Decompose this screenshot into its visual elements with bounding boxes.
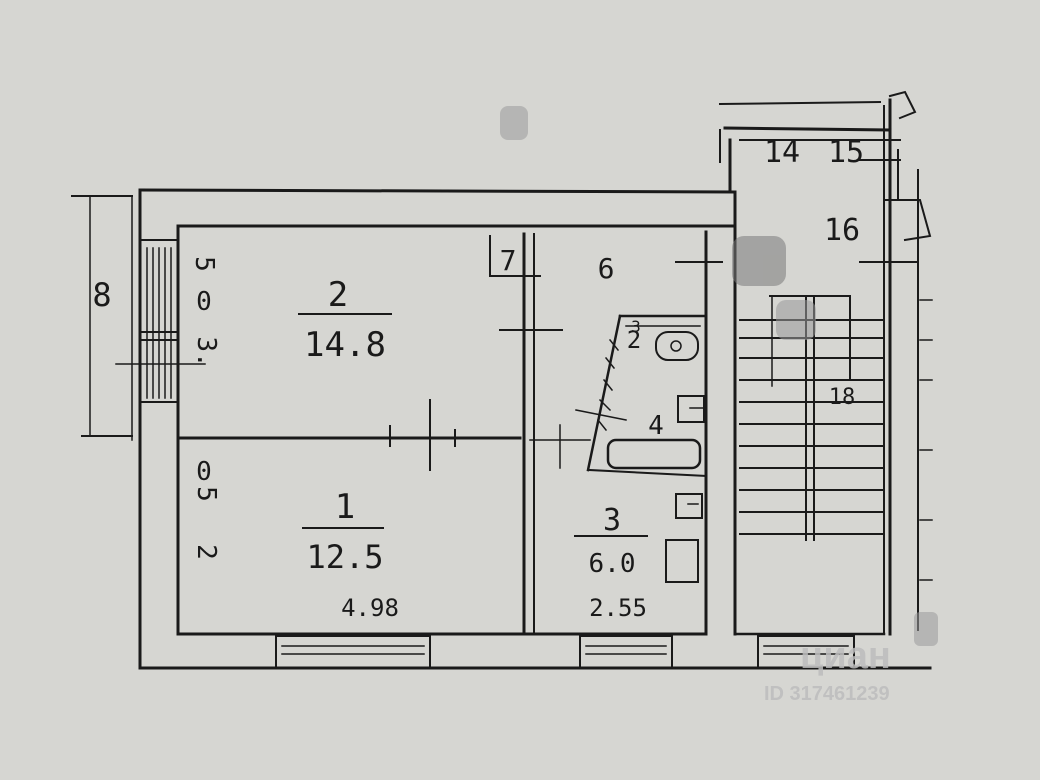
room-3-number: 3 bbox=[603, 503, 621, 538]
watermark-brand: циан bbox=[800, 635, 891, 677]
svg-text:2: 2 bbox=[191, 544, 221, 560]
label-15: 15 bbox=[828, 135, 864, 170]
label-6: 6 bbox=[598, 252, 615, 285]
dimension-room3-width: 2.55 bbox=[589, 594, 647, 622]
label-18: 18 bbox=[829, 385, 856, 410]
bath-label-3: 3 bbox=[631, 317, 641, 336]
left-height-dimension: 5 0 3. 0 5 2 bbox=[189, 256, 221, 560]
svg-text:5: 5 bbox=[191, 486, 221, 502]
svg-text:0: 0 bbox=[196, 287, 212, 317]
room-2-number: 2 bbox=[328, 275, 348, 315]
svg-text:5: 5 bbox=[189, 256, 219, 272]
svg-text:3.: 3. bbox=[191, 336, 221, 367]
label-16: 16 bbox=[824, 213, 860, 248]
room-2-area: 14.8 bbox=[304, 325, 386, 365]
bath-label-2: 2 bbox=[627, 326, 641, 354]
watermark-id: ID 317461239 bbox=[764, 683, 890, 705]
room-1-number: 1 bbox=[335, 487, 355, 527]
area-fraction-lines bbox=[298, 313, 648, 537]
label-7: 7 bbox=[500, 244, 517, 277]
label-14: 14 bbox=[764, 135, 800, 170]
room-4-number: 4 bbox=[648, 411, 664, 441]
svg-text:0: 0 bbox=[196, 457, 212, 487]
blur-marks bbox=[500, 106, 938, 646]
room-1-area: 12.5 bbox=[306, 538, 383, 576]
watermark: циан ID 317461239 bbox=[764, 635, 891, 705]
dimension-room1-width: 4.98 bbox=[341, 594, 399, 622]
dimension-outer-side: 8 bbox=[92, 276, 111, 314]
room-3-area: 6.0 bbox=[589, 549, 636, 579]
